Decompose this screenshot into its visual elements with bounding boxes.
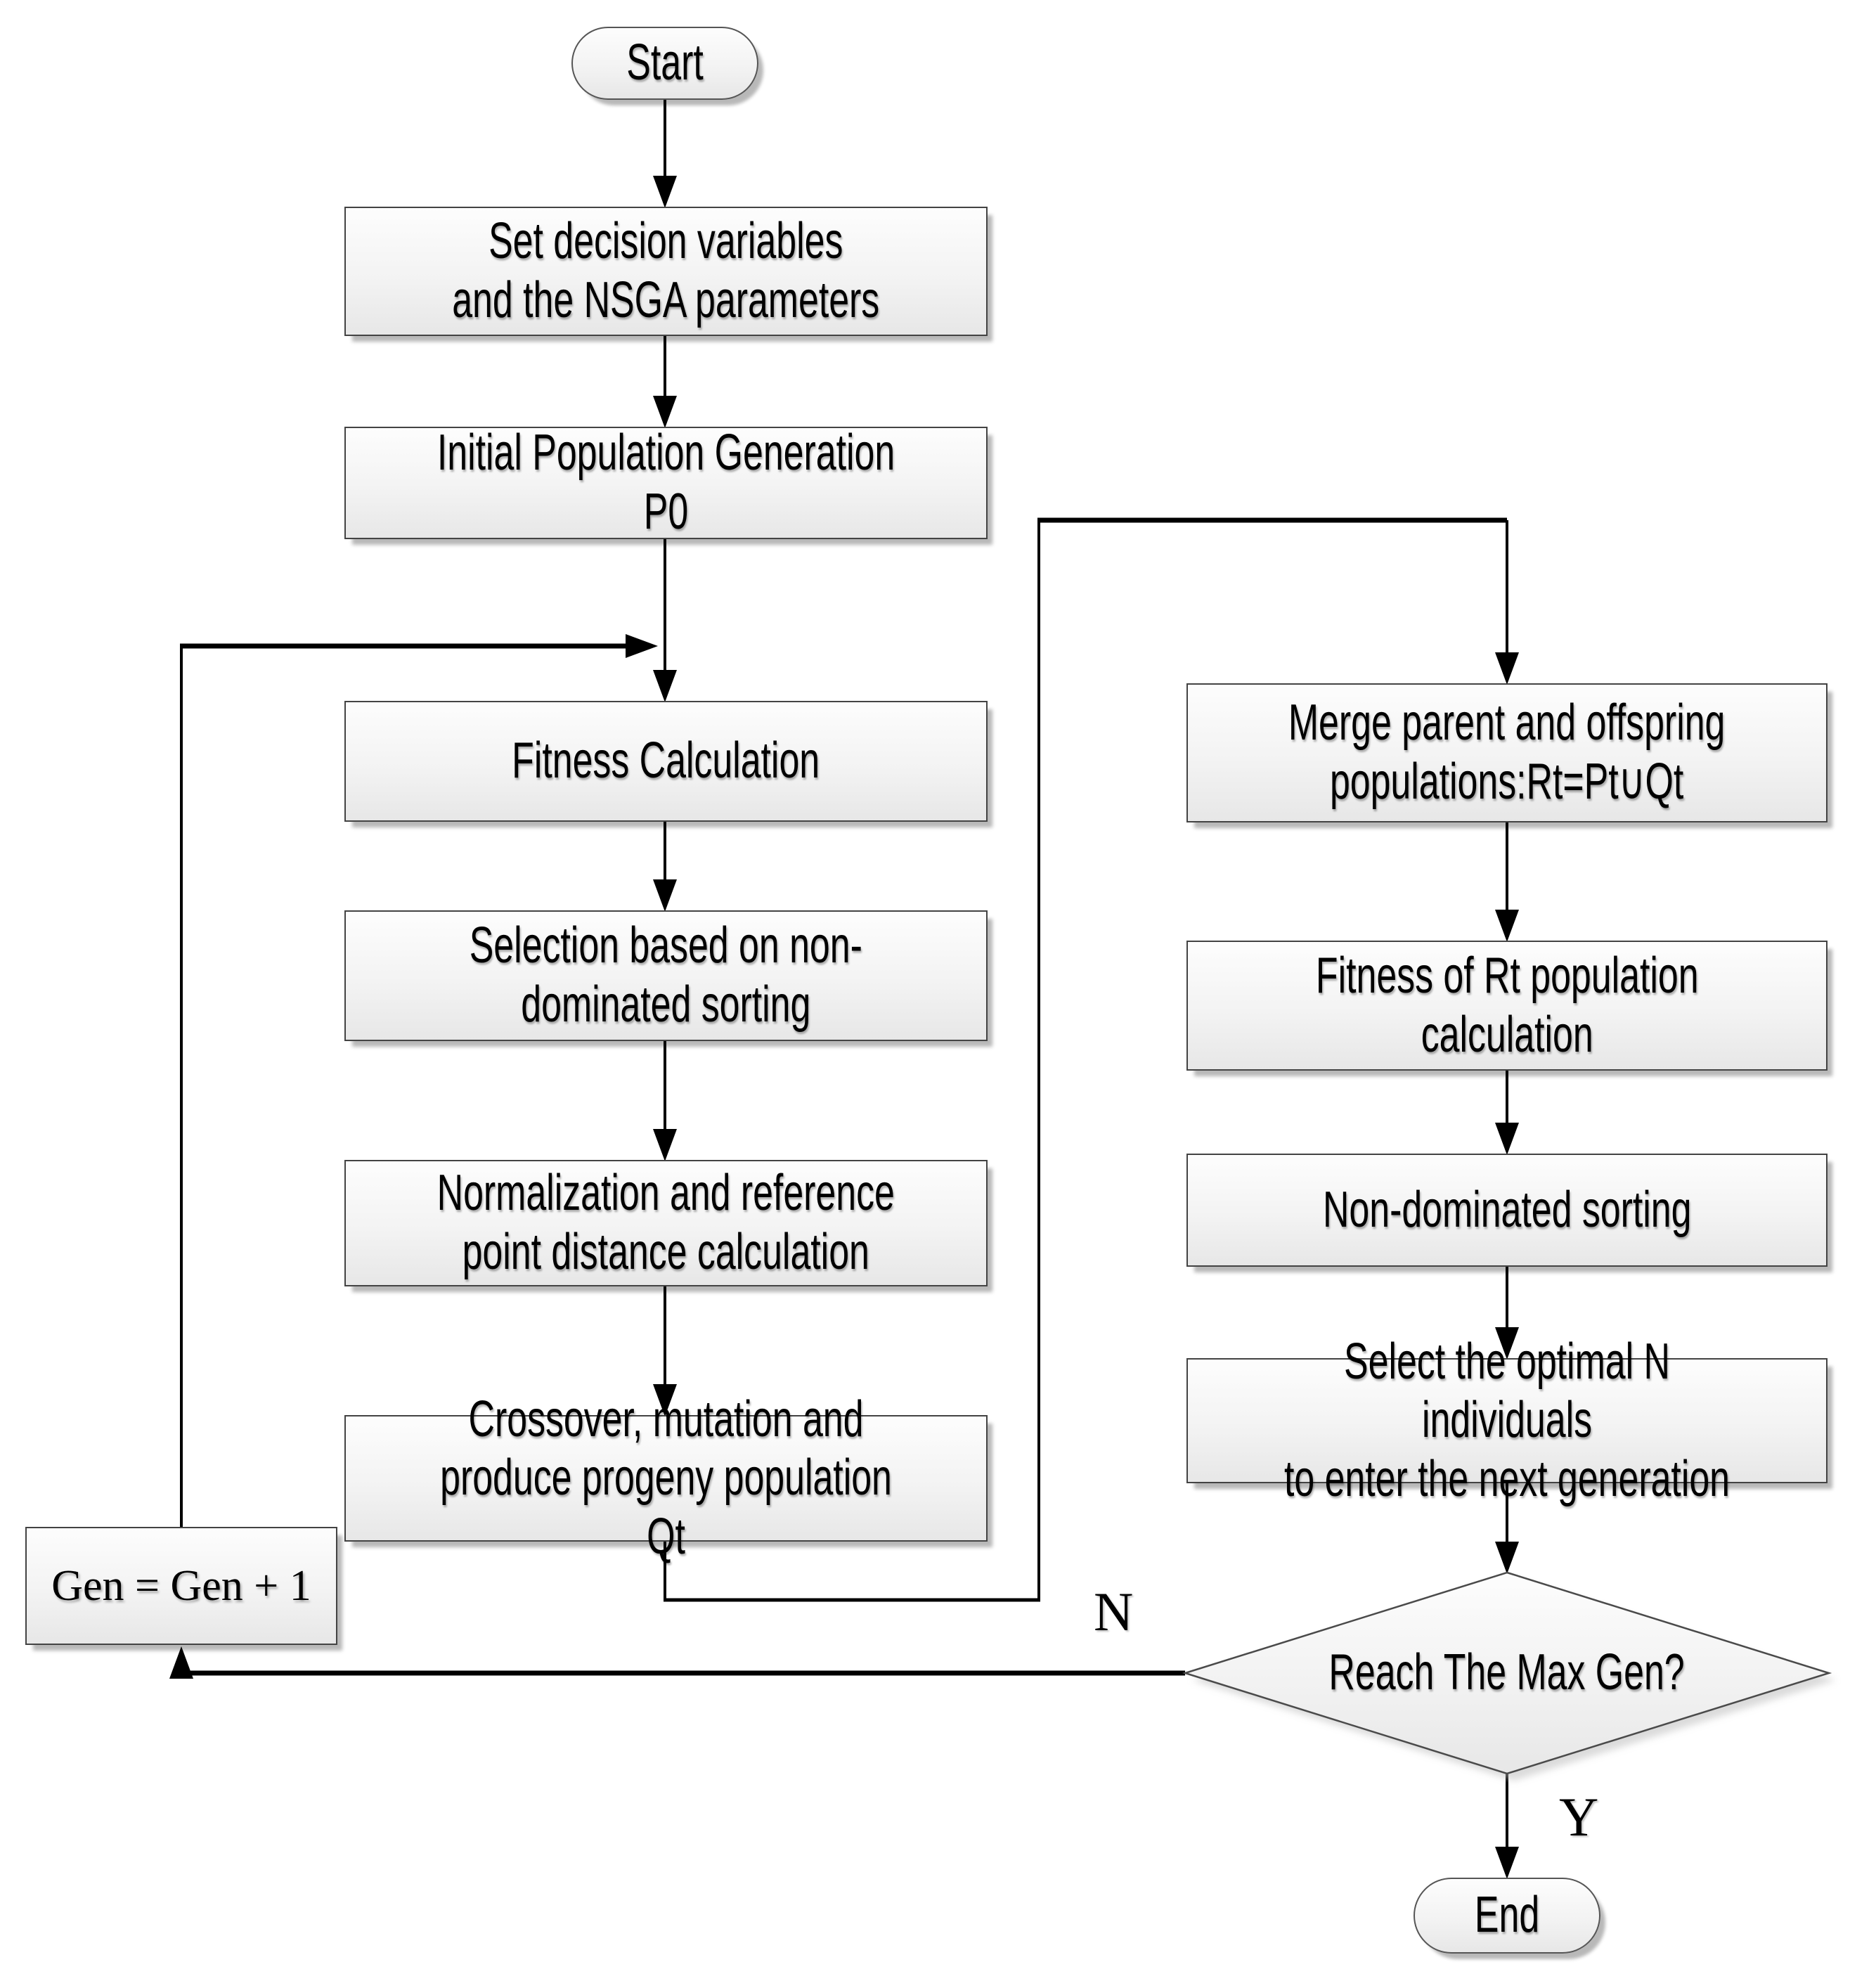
edge-set-variables-to-initial-population: [653, 336, 677, 428]
set-variables-label: Set decision variables and the NSGA para…: [452, 213, 880, 328]
fitness-rt-step: Fitness of Rt population calculation: [1186, 941, 1828, 1071]
select-optimal-step: Select the optimal N individuals to ente…: [1186, 1334, 1828, 1507]
decision-diamond: [1182, 1571, 1836, 1781]
branch-label-no: N: [1094, 1581, 1134, 1642]
gen-increment-label: Gen = Gen + 1: [51, 1561, 311, 1610]
start-label: Start: [626, 34, 704, 91]
edge-merge-to-fitness-rt: [1495, 822, 1519, 942]
edge-crossover-to-merge: [664, 517, 1519, 1602]
start-node: Start: [571, 27, 758, 100]
gen-increment-step: Gen = Gen + 1: [25, 1527, 337, 1645]
edge-sorting-to-select-optimal: [1495, 1267, 1519, 1360]
fitness-calculation-step: Fitness Calculation: [344, 701, 988, 822]
fitness-calculation-label: Fitness Calculation: [512, 732, 820, 789]
normalization-step: Normalization and reference point distan…: [344, 1160, 988, 1286]
selection-step: Selection based on non- dominated sortin…: [344, 910, 988, 1041]
max-gen-decision-label: Reach The Max Gen?: [1328, 1644, 1686, 1701]
merge-step: Merge parent and offspring populations:R…: [1186, 683, 1828, 822]
merge-label: Merge parent and offspring populations:R…: [1288, 695, 1726, 810]
selection-label: Selection based on non- dominated sortin…: [469, 917, 863, 1033]
edge-fitness-rt-to-sorting: [1495, 1071, 1519, 1155]
edge-select-optimal-to-decision: [1495, 1483, 1519, 1574]
crossover-step: Crossover, mutation and produce progeny …: [344, 1391, 988, 1565]
max-gen-decision: Reach The Max Gen?: [1185, 1573, 1829, 1774]
edge-start-to-set-variables: [653, 100, 677, 208]
edge-decision-yes-to-end: [1495, 1774, 1519, 1879]
crossover-label: Crossover, mutation and produce progeny …: [440, 1390, 892, 1565]
end-node: End: [1414, 1878, 1600, 1954]
non-dominated-sorting-step: Non-dominated sorting: [1186, 1154, 1828, 1267]
fitness-rt-label: Fitness of Rt population calculation: [1315, 947, 1699, 1063]
branch-label-yes: Y: [1559, 1786, 1599, 1847]
edge-decision-no-to-gen: [169, 1646, 1185, 1679]
set-variables-step: Set decision variables and the NSGA para…: [344, 207, 988, 336]
decision-diamond-shape: [1182, 1571, 1832, 1775]
normalization-label: Normalization and reference point distan…: [436, 1165, 895, 1280]
edge-selection-to-normalization: [653, 1041, 677, 1161]
select-optimal-label: Select the optimal N individuals to ente…: [1283, 1333, 1731, 1507]
non-dominated-sorting-label: Non-dominated sorting: [1322, 1181, 1692, 1238]
edge-fitness-to-selection: [653, 822, 677, 912]
edge-normalization-to-crossover: [653, 1286, 677, 1416]
initial-population-label: Initial Population Generation P0: [436, 425, 895, 540]
initial-population-step: Initial Population Generation P0: [344, 425, 988, 540]
edge-initial-population-to-fitness: [653, 538, 677, 702]
end-label: End: [1474, 1887, 1540, 1944]
edge-gen-feedback: [180, 634, 658, 1527]
